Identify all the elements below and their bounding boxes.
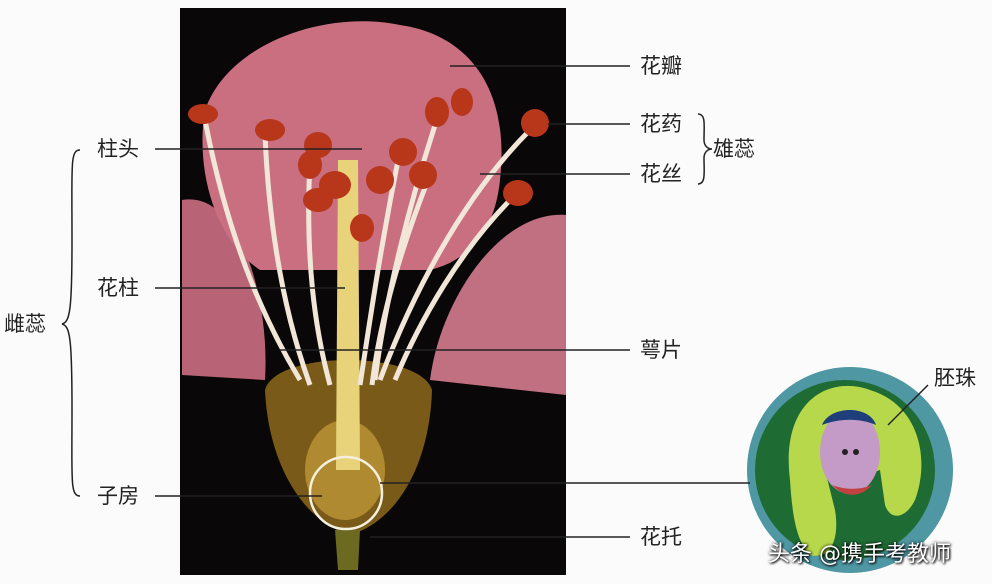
label-ovule: 胚珠 [934,366,976,390]
label-petal: 花瓣 [640,54,682,78]
ovary-highlight-circle [308,455,384,531]
main-petal [202,21,502,270]
ovule-inset [747,367,953,573]
label-style: 花柱 [97,276,139,300]
leader-lines [155,65,929,538]
label-filament: 花丝 [640,162,682,186]
watermark: 头条 @携手考教师 [768,542,951,567]
pistil-brace [61,149,81,497]
label-pistil: 雌蕊 [4,312,46,336]
label-anther: 花药 [640,112,682,136]
stamen-brace [697,113,713,185]
label-ovary: 子房 [97,484,139,508]
label-sepal: 萼片 [640,338,682,362]
label-stigma: 柱头 [97,137,139,161]
flower-photo [180,8,566,575]
label-stamen: 雄蕊 [713,137,755,161]
left-petal [182,199,266,380]
label-receptacle: 花托 [640,525,682,549]
anthers [188,88,549,242]
